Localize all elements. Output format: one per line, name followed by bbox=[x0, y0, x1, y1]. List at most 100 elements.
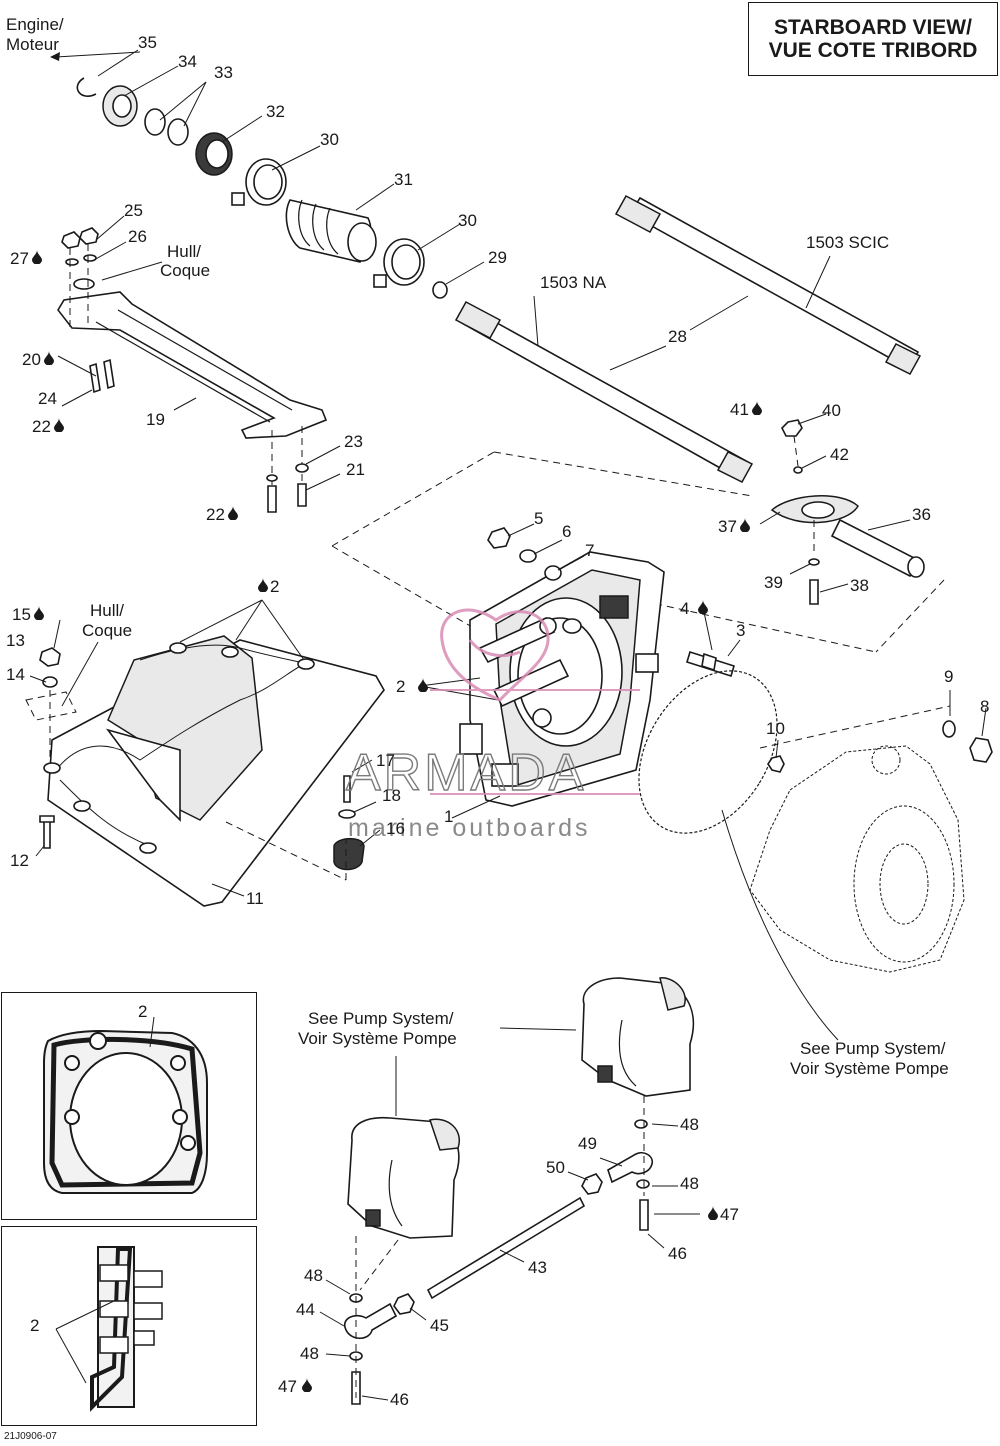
callout-45: 45 bbox=[430, 1316, 449, 1335]
screws-part-24 bbox=[89, 358, 115, 394]
sealant-drop-icon bbox=[752, 401, 762, 415]
o-rings-part-33 bbox=[144, 108, 189, 146]
stud-part-3 bbox=[686, 650, 735, 678]
callout-32: 32 bbox=[266, 102, 285, 121]
callout-31: 31 bbox=[394, 170, 413, 189]
callout-28: 28 bbox=[668, 327, 687, 346]
callout-21: 21 bbox=[346, 460, 365, 479]
callout-34: 34 bbox=[178, 52, 197, 71]
callout-50: 50 bbox=[546, 1158, 565, 1177]
view-title-box: STARBOARD VIEW/ VUE COTE TRIBORD bbox=[748, 2, 998, 76]
pump-nozzle-housing bbox=[749, 745, 965, 973]
callout-35: 35 bbox=[138, 33, 157, 52]
sealant-drop-icon bbox=[44, 351, 54, 365]
hardware-upper-steering bbox=[581, 1096, 654, 1231]
hardware-8-9-10 bbox=[759, 705, 993, 773]
see-pump-label-1a: See Pump System/ bbox=[308, 1009, 454, 1028]
inset-sealant-front-view: 2 bbox=[1, 992, 257, 1220]
callout-37: 37 bbox=[718, 517, 737, 536]
hose-ring bbox=[638, 670, 778, 834]
support-bracket-part-19 bbox=[57, 291, 328, 439]
na-label: 1503 NA bbox=[540, 273, 607, 292]
callout-25: 25 bbox=[124, 201, 143, 220]
drive-shaft-part-28-na bbox=[454, 300, 754, 483]
callout-12: 12 bbox=[10, 851, 29, 870]
callout-8: 8 bbox=[980, 697, 989, 716]
spacer-part-29 bbox=[432, 281, 448, 299]
sealant-drop-icon bbox=[740, 518, 750, 532]
carbon-seal-part-34 bbox=[102, 85, 138, 127]
callout-16: 16 bbox=[386, 819, 405, 838]
callout-47-b: 47 bbox=[278, 1377, 297, 1396]
engine-direction-arrow bbox=[50, 51, 141, 61]
sealant-drop-icon bbox=[258, 578, 268, 592]
callout-3: 3 bbox=[736, 621, 745, 640]
callout-48-c: 48 bbox=[304, 1266, 323, 1285]
callout-2-housing: 2 bbox=[396, 677, 405, 696]
callout-2-ride-plate: 2 bbox=[270, 577, 279, 596]
watermark-brand: ARMADA bbox=[346, 744, 586, 802]
callout-1: 1 bbox=[444, 807, 453, 826]
fastener-stack-21-23 bbox=[266, 426, 309, 513]
callout-33: 33 bbox=[214, 63, 233, 82]
leader-lines bbox=[29, 49, 987, 1401]
callout-29: 29 bbox=[488, 248, 507, 267]
callout-26: 26 bbox=[128, 227, 147, 246]
callout-27: 27 bbox=[10, 249, 29, 268]
see-pump-label-2b: Voir Système Pompe bbox=[790, 1059, 949, 1078]
callout-14: 14 bbox=[6, 665, 25, 684]
see-pump-label-2a: See Pump System/ bbox=[800, 1039, 946, 1058]
sealant-drop-icon bbox=[228, 506, 238, 520]
pump-nozzle-upper bbox=[581, 977, 695, 1097]
callout-30-lower: 30 bbox=[458, 211, 477, 230]
engine-label: Engine/ bbox=[6, 15, 64, 34]
callout-30-upper: 30 bbox=[320, 130, 339, 149]
callout-41: 41 bbox=[730, 400, 749, 419]
callout-24: 24 bbox=[38, 389, 57, 408]
callout-42: 42 bbox=[830, 445, 849, 464]
sealant-drop-icon bbox=[418, 678, 428, 692]
screw-part-12 bbox=[39, 815, 55, 849]
callout-4: 4 bbox=[680, 599, 689, 618]
callout-17: 17 bbox=[376, 751, 395, 770]
callout-2-inset-front: 2 bbox=[138, 1002, 147, 1021]
callout-15: 15 bbox=[12, 605, 31, 624]
moteur-label: Moteur bbox=[6, 35, 59, 54]
callout-49: 49 bbox=[578, 1134, 597, 1153]
hull-label-1: Hull/ bbox=[167, 242, 201, 261]
callout-13: 13 bbox=[6, 631, 25, 650]
ring-part-35 bbox=[76, 77, 97, 97]
coque-label-2: Coque bbox=[82, 621, 132, 640]
flange-assembly-36-42 bbox=[770, 419, 925, 605]
watermark-tagline: marine outboards bbox=[348, 814, 591, 842]
callout-18: 18 bbox=[382, 786, 401, 805]
callout-23: 23 bbox=[344, 432, 363, 451]
coque-label-1: Coque bbox=[160, 261, 210, 280]
inset-front-drawing: 2 bbox=[43, 1002, 208, 1194]
callout-44: 44 bbox=[296, 1300, 315, 1319]
callout-7: 7 bbox=[585, 541, 594, 560]
callout-48-a: 48 bbox=[680, 1115, 699, 1134]
hardware-lower-steering bbox=[343, 1236, 415, 1405]
fastener-stack-25-26-27 bbox=[61, 227, 99, 330]
drive-shaft-part-28-scic bbox=[614, 194, 922, 375]
callout-22-left: 22 bbox=[32, 417, 51, 436]
callout-39: 39 bbox=[764, 573, 783, 592]
scic-label: 1503 SCIC bbox=[806, 233, 889, 252]
callout-6: 6 bbox=[562, 522, 571, 541]
clamp-part-30-lower bbox=[373, 238, 425, 288]
sealant-drop-icon bbox=[708, 1206, 718, 1220]
drawing-code: 21J0906-07 bbox=[4, 1431, 57, 1442]
callout-43: 43 bbox=[528, 1258, 547, 1277]
view-title-line1: STARBOARD VIEW/ bbox=[774, 16, 972, 39]
inset-side-drawing: 2 bbox=[30, 1246, 163, 1412]
sealant-drop-icon bbox=[54, 418, 64, 432]
watermark-logo bbox=[430, 608, 640, 795]
callout-46-a: 46 bbox=[668, 1244, 687, 1263]
callout-38: 38 bbox=[850, 576, 869, 595]
clamp-part-30-upper bbox=[231, 158, 287, 206]
callout-11: 11 bbox=[246, 889, 264, 908]
callout-48-d: 48 bbox=[300, 1344, 319, 1363]
callout-numbers: 35 34 33 32 30 31 30 29 28 25 26 27 20 2… bbox=[6, 33, 989, 1409]
